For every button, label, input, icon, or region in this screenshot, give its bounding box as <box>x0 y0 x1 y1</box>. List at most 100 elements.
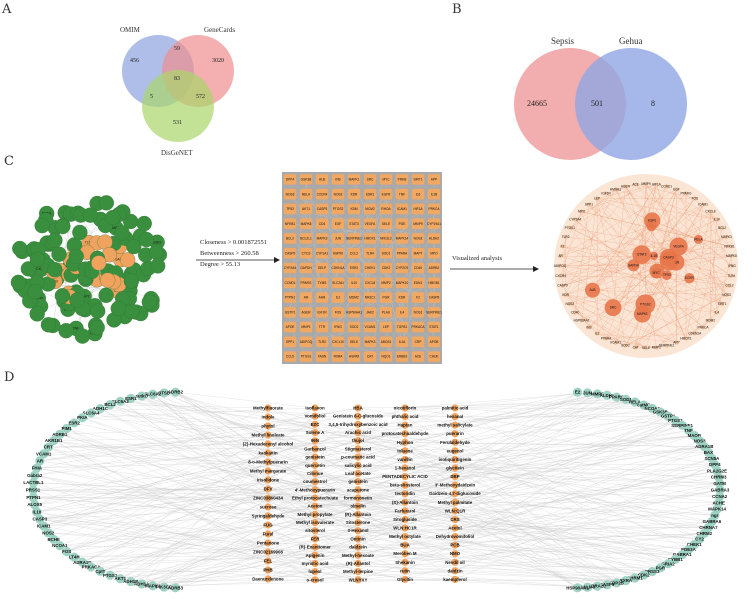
grid-node-label: HMOX1 <box>364 237 376 241</box>
target-node <box>630 573 640 583</box>
compound-label: Aceton <box>308 504 323 509</box>
grid-node <box>363 292 377 303</box>
grid-node <box>427 262 441 274</box>
compound-label: Hyphon <box>397 440 414 445</box>
compound-label: daidzin <box>447 568 462 573</box>
network-edge <box>39 518 359 540</box>
network-edge <box>581 198 598 321</box>
target-label: GSK3B <box>653 410 668 415</box>
grid-node <box>363 188 377 200</box>
compound-label: (S)-Allantoin <box>392 500 418 505</box>
compound-node <box>451 464 459 472</box>
network-node <box>98 195 114 211</box>
network-edge <box>267 489 721 571</box>
grid-node <box>315 307 329 318</box>
target-node <box>115 396 125 406</box>
target-label: SLC6A2 <box>144 392 161 397</box>
network-edge <box>635 239 699 348</box>
grid-node <box>411 321 425 333</box>
grid-node <box>331 247 345 259</box>
network-edge <box>357 464 715 556</box>
grid-node-label: MCM2 <box>365 207 375 211</box>
compound-label: genistein <box>348 479 368 484</box>
network-edge <box>82 417 316 490</box>
grid-node-label: HSP90 <box>333 251 343 255</box>
target-label: GABRA1 <box>673 552 692 557</box>
network-edge <box>569 189 616 229</box>
target-label: SCN5A <box>704 456 720 461</box>
network-edge <box>588 204 687 339</box>
grid-node-label: IL10 <box>351 281 357 285</box>
node-label: IL1B <box>651 254 658 258</box>
network-edge <box>59 434 456 563</box>
compound-node <box>264 575 272 583</box>
network-edge <box>404 570 626 581</box>
network-node <box>141 294 158 310</box>
grid-node <box>411 336 425 348</box>
network-node <box>586 325 592 330</box>
network-node <box>560 283 565 288</box>
compound-label: phytol <box>261 424 274 429</box>
compound-node <box>451 532 459 541</box>
compound-label: Daenucdenone <box>252 577 284 582</box>
network-edge <box>605 246 730 339</box>
network-edge <box>130 555 359 582</box>
compound-node <box>401 550 409 558</box>
compound-label: Solene A <box>306 430 325 435</box>
network-node <box>126 238 142 255</box>
network-edge <box>66 428 359 572</box>
grid-node-label: CAT <box>367 355 373 359</box>
grid-node-label: MDM2 <box>349 296 359 300</box>
compound-node <box>264 566 272 574</box>
node-label: VCAM1 <box>610 341 621 345</box>
network-edge <box>175 392 316 409</box>
circular-halo <box>554 174 738 358</box>
network-edge <box>404 401 635 443</box>
target-label: MAPK14 <box>708 507 726 512</box>
network-node <box>727 244 732 249</box>
venn-b-gehua-circle <box>575 48 687 160</box>
grid-node <box>379 174 393 185</box>
grid-node-label: CASP3 <box>317 207 328 211</box>
network-edge <box>404 579 588 588</box>
compound-node <box>264 449 272 457</box>
node-label: SERPINE1 <box>659 344 675 348</box>
network-edge <box>39 424 316 462</box>
target-node <box>126 393 136 404</box>
compound-label: glycitein <box>446 466 464 471</box>
target-label: CTSD <box>158 390 170 395</box>
network-edge <box>635 275 732 348</box>
target-node <box>77 413 87 423</box>
network-edge <box>645 183 732 257</box>
compound-node <box>401 532 409 541</box>
network-edge <box>314 533 705 548</box>
network-node <box>674 187 679 192</box>
grid-node <box>379 233 393 244</box>
network-edge <box>34 504 406 580</box>
grid-node <box>331 262 345 274</box>
network-edge <box>59 434 359 523</box>
network-edge <box>454 521 712 537</box>
venn-b-label-gehua: Gehua <box>619 36 643 46</box>
network-edge <box>560 225 652 257</box>
network-edge <box>267 497 695 545</box>
network-edge <box>560 189 677 257</box>
network-node <box>692 331 698 336</box>
grid-node-label: SOD2 <box>350 325 359 329</box>
network-node <box>643 181 649 187</box>
network-node <box>47 232 63 248</box>
grid-node <box>347 351 361 362</box>
compound-node <box>401 490 409 498</box>
network-edge <box>110 404 359 531</box>
network-node <box>27 283 43 300</box>
network-edge <box>36 432 359 513</box>
network-edge <box>100 408 406 443</box>
grid-node <box>347 277 361 289</box>
node-label: ICAM1 <box>698 203 708 207</box>
grid-node <box>411 262 425 274</box>
compound-target-network: ADRB2CTSDSLC6A2cutkOESR1SLC6A3BCL2ADH1CS… <box>23 387 730 593</box>
network-node <box>579 209 584 214</box>
compound-label: DFV <box>264 487 273 492</box>
network-edge <box>676 262 732 277</box>
network-edge <box>596 198 677 343</box>
